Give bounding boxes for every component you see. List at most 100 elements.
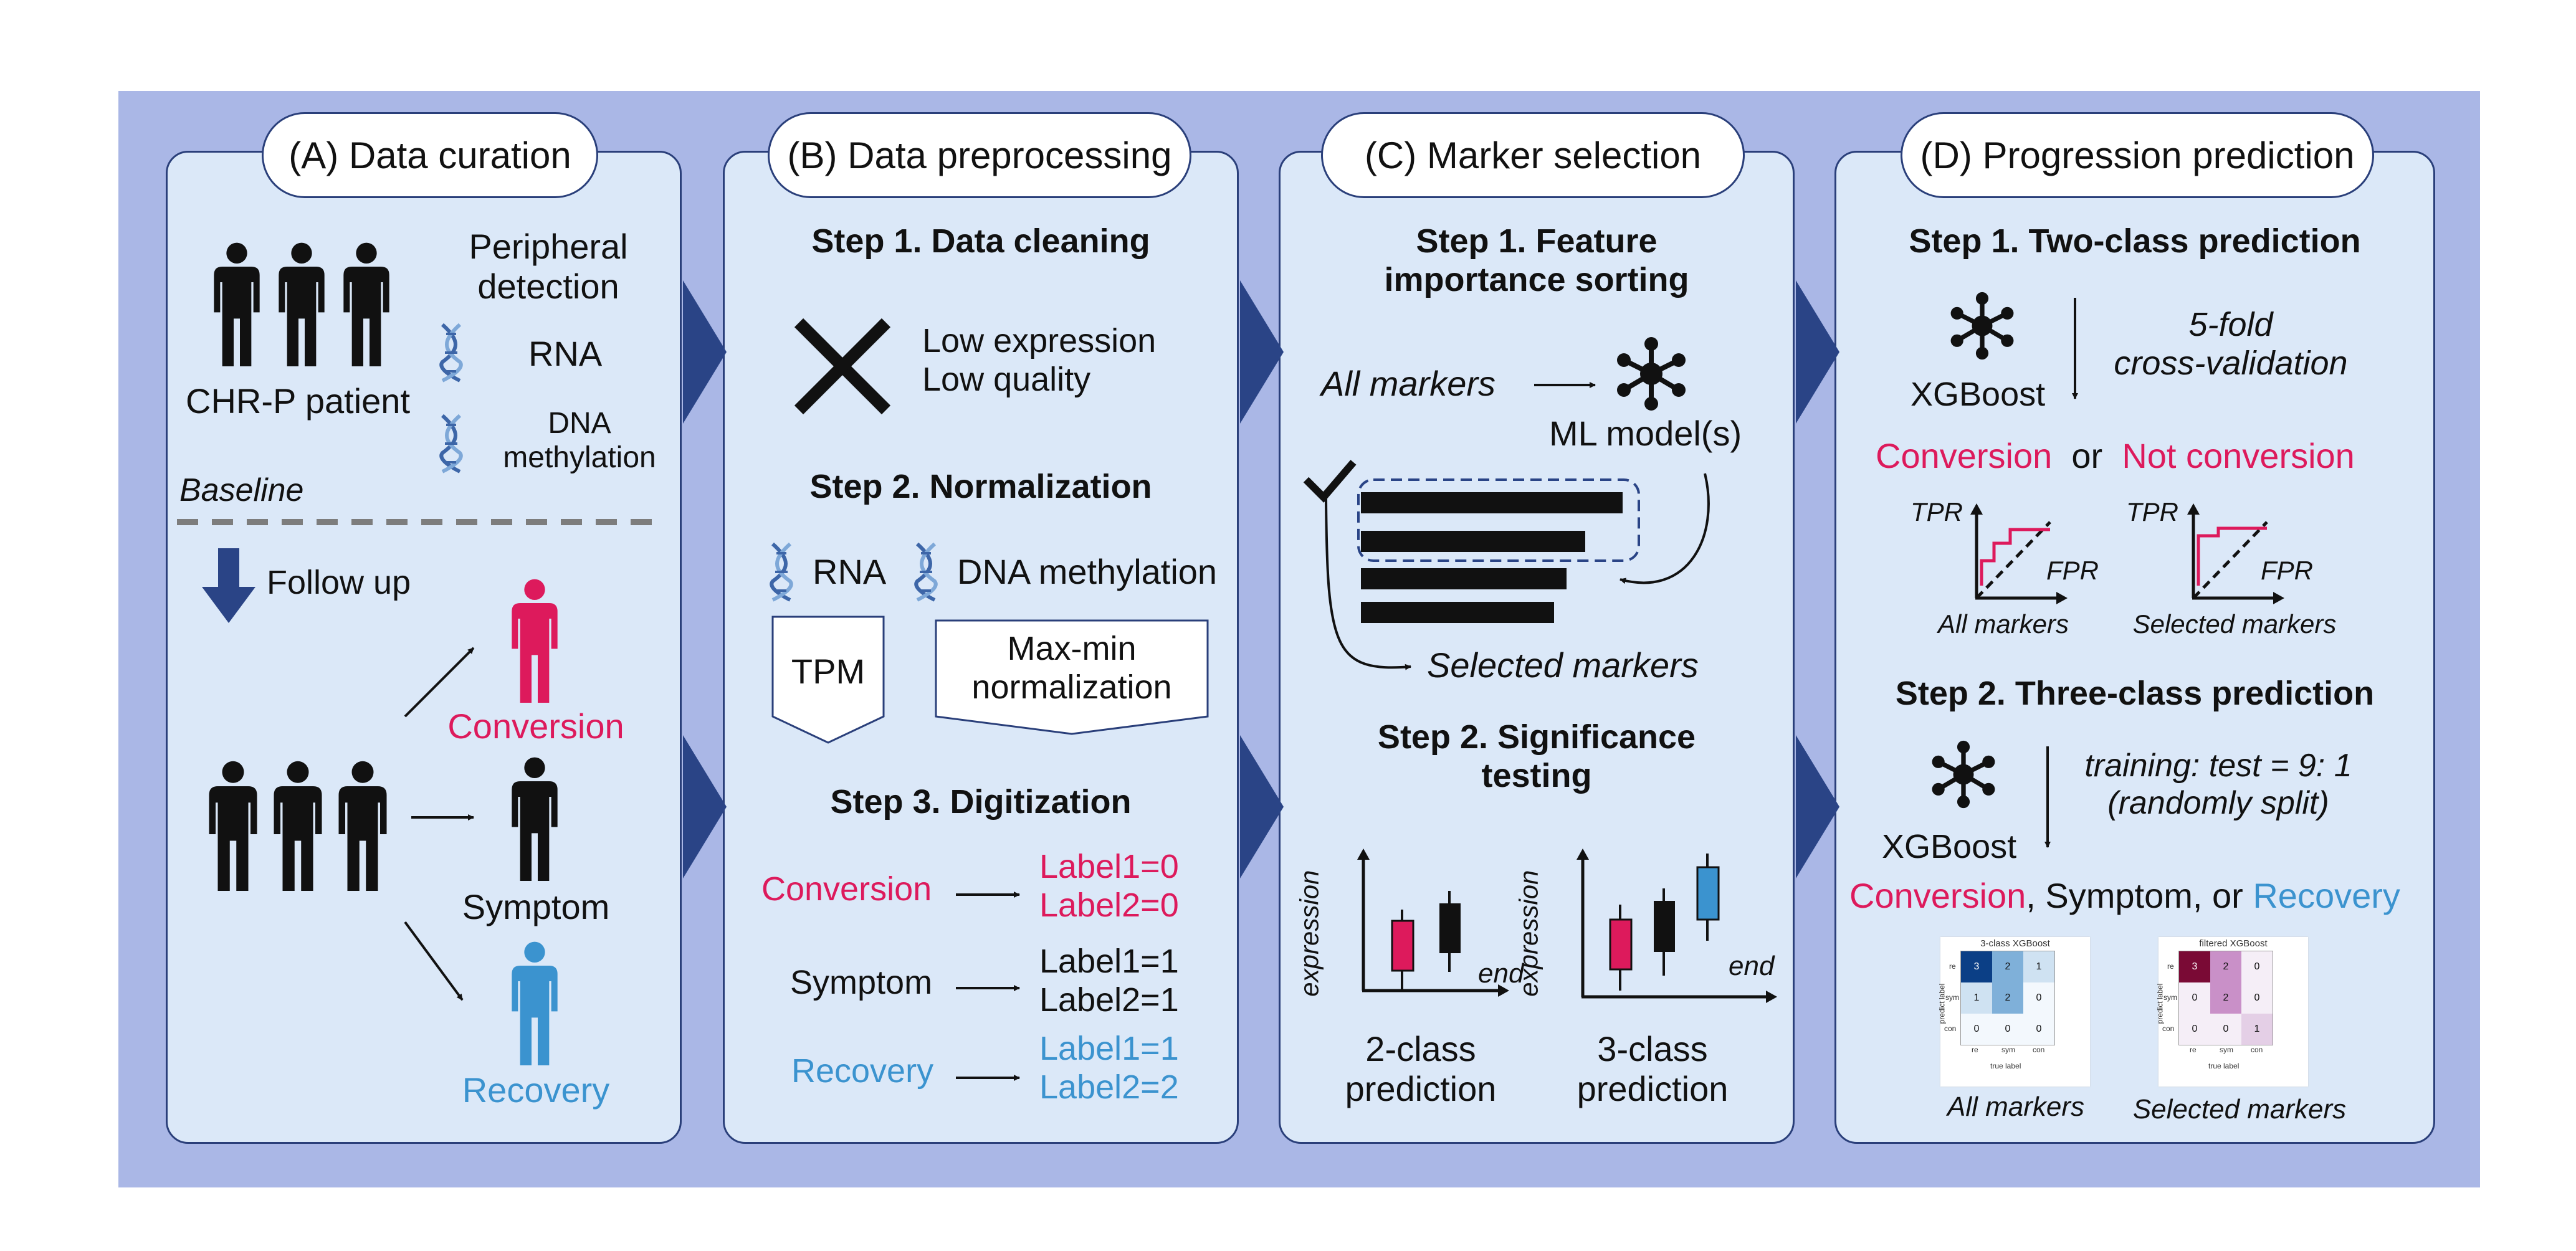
peripheral-detection-label: Peripheral detection (469, 227, 628, 307)
d-binary-outcome-row: Conversion or Not conversion (1876, 436, 2355, 476)
cm2-col-label: re (2190, 1045, 2197, 1054)
cm1-row-label: re (1949, 962, 1956, 971)
cm1-grid: 3 2 1 1 2 0 0 0 0 (1960, 951, 2055, 1045)
dna-methylation-label: DNA methylation (503, 407, 656, 475)
cm2-cell: 3 (2179, 951, 2210, 982)
roc1-caption: All markers (1937, 609, 2069, 639)
cm2-cell: 1 (2241, 1014, 2273, 1045)
b-step1-heading: Step 1. Data cleaning (811, 222, 1150, 260)
cm2-row-label: sym (2163, 993, 2177, 1002)
confusion-matrix-all: 3-class XGBoost 3 2 1 1 2 0 0 0 0 re sym… (1937, 937, 2090, 1087)
cm1-cell: 2 (1992, 982, 2023, 1014)
panel-a (166, 151, 682, 1144)
cm2-ylabel: predict label (2155, 983, 2165, 1024)
b-rna-label: RNA (813, 552, 887, 591)
roc1-tpr-label: TPR (1911, 497, 1963, 526)
xgboost-label-2: XGBoost (1882, 828, 2017, 865)
panel-d-title: (D) Progression prediction (1901, 112, 2374, 198)
d-recovery-label-2: Recovery (2253, 876, 2400, 915)
b-recovery-label: Recovery (791, 1052, 934, 1090)
cm2-cell: 2 (2210, 951, 2241, 982)
low-expression-quality-label: Low expression Low quality (922, 322, 1157, 399)
cm1-cell: 1 (2023, 951, 2054, 982)
conversion-labels-value: Label1=0 Label2=0 (1039, 848, 1179, 925)
cm2-col-label: con (2251, 1045, 2263, 1054)
d-or-label: or (2071, 436, 2103, 475)
recovery-labels-value: Label1=1 Label2=2 (1039, 1030, 1179, 1106)
conversion-outcome-label: Conversion (447, 706, 624, 746)
all-markers-input-label: All markers (1321, 364, 1496, 403)
cm1-cell: 0 (1961, 1014, 1992, 1045)
cm2-row-label: re (2167, 962, 2174, 971)
expression-axis-label-1: expression (1294, 870, 1324, 997)
cm2-cell: 0 (2210, 1014, 2241, 1045)
c-step1-heading: Step 1. Feature importance sorting (1384, 222, 1689, 299)
panel-d (1834, 151, 2435, 1144)
roc2-caption: Selected markers (2132, 609, 2337, 639)
cm1-col-label: sym (2001, 1045, 2015, 1054)
cm1-cell: 1 (1961, 982, 1992, 1014)
follow-up-label: Follow up (267, 564, 411, 601)
roc1-fpr-label: FPR (2046, 556, 2099, 585)
end-axis-label-2: end (1729, 951, 1775, 981)
two-class-prediction-label: 2-class prediction (1345, 1029, 1497, 1109)
b-conversion-label: Conversion (761, 870, 932, 908)
d-not-conversion-label: Not conversion (2122, 436, 2355, 475)
three-class-prediction-label: 3-class prediction (1577, 1029, 1729, 1109)
maxmin-box-label: Max-min normalization (971, 630, 1172, 706)
chr-p-patient-label: CHR-P patient (186, 381, 411, 421)
train-test-split-label: training: test = 9: 1 (randomly split) (2084, 748, 2352, 821)
ml-model-label: ML model(s) (1549, 414, 1742, 453)
d-step1-heading: Step 1. Two-class prediction (1909, 222, 2361, 260)
b-dna-methylation-label: DNA methylation (957, 552, 1218, 591)
rna-label: RNA (528, 334, 603, 373)
tpm-box-label: TPM (791, 652, 866, 691)
expression-axis-label-2: expression (1514, 870, 1543, 997)
cm1-cell: 0 (2023, 982, 2054, 1014)
d-three-class-row: Conversion, Symptom, or Recovery (1849, 876, 2400, 916)
panel-b-title: (B) Data preprocessing (768, 112, 1191, 198)
panel-c-title: (C) Marker selection (1321, 112, 1745, 198)
cm1-cell: 0 (1992, 1014, 2023, 1045)
cm1-col-label: re (1972, 1045, 1978, 1054)
cm1-row-label: con (1944, 1024, 1957, 1033)
cm2-row-label: con (2162, 1024, 2175, 1033)
cm2-grid: 3 2 0 0 2 0 0 0 1 (2178, 951, 2273, 1045)
panel-a-title: (A) Data curation (262, 112, 598, 198)
cm2-title: filtered XGBoost (2199, 938, 2268, 949)
cm2-caption: Selected markers (2132, 1094, 2347, 1125)
cm2-cell: 0 (2241, 951, 2273, 982)
cm1-col-label: con (2033, 1045, 2045, 1054)
cm2-col-label: sym (2220, 1045, 2233, 1054)
cm2-xlabel: true label (2208, 1062, 2240, 1070)
b-step2-heading: Step 2. Normalization (809, 468, 1152, 505)
roc2-fpr-label: FPR (2261, 556, 2313, 585)
cm2-cell: 0 (2179, 982, 2210, 1014)
end-axis-label-1: end (1478, 958, 1524, 989)
cm1-cell: 3 (1961, 951, 1992, 982)
xgboost-label-1: XGBoost (1911, 376, 2046, 413)
d-conversion-label: Conversion (1876, 436, 2053, 475)
cross-validation-label: 5-fold cross-validation (2114, 306, 2348, 383)
confusion-matrix-selected: filtered XGBoost 3 2 0 0 2 0 0 0 1 re sy… (2155, 937, 2308, 1087)
cm1-title: 3-class XGBoost (1980, 938, 2050, 949)
cm2-cell: 0 (2241, 982, 2273, 1014)
symptom-outcome-label: Symptom (462, 887, 610, 926)
d-conversion-label-2: Conversion (1849, 876, 2026, 915)
roc2-tpr-label: TPR (2126, 497, 2178, 526)
cm1-row-label: sym (1945, 993, 1959, 1002)
cm2-cell: 0 (2179, 1014, 2210, 1045)
b-symptom-label: Symptom (790, 964, 933, 1001)
c-step2-heading: Step 2. Significance testing (1377, 718, 1696, 795)
cm1-caption: All markers (1947, 1092, 2085, 1122)
b-step3-heading: Step 3. Digitization (830, 783, 1132, 821)
d-spacer-2 (2102, 436, 2122, 475)
cm1-cell: 2 (1992, 951, 2023, 982)
d-spacer (2052, 436, 2071, 475)
baseline-label: Baseline (179, 472, 304, 508)
d-symptom-or-text: , Symptom, or (2026, 876, 2253, 915)
symptom-labels-value: Label1=1 Label2=1 (1039, 943, 1179, 1019)
cm2-cell: 2 (2210, 982, 2241, 1014)
cm1-cell: 0 (2023, 1014, 2054, 1045)
